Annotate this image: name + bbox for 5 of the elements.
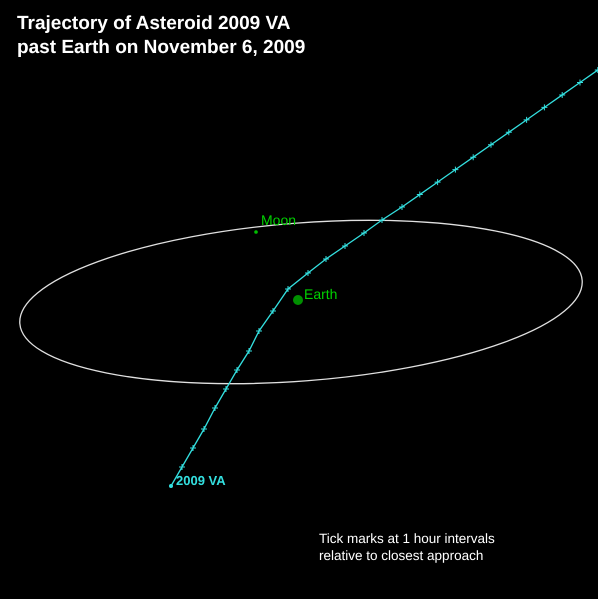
note-text: Tick marks at 1 hour intervals relative to closest approach (319, 530, 496, 564)
earth-label: Earth (304, 286, 338, 302)
asteroid-label: 2009 VA (176, 473, 226, 488)
moon-label: Moon (261, 212, 296, 228)
title: Trajectory of Asteroid 2009 VA past Earth on November 6, 2009 (17, 12, 306, 60)
